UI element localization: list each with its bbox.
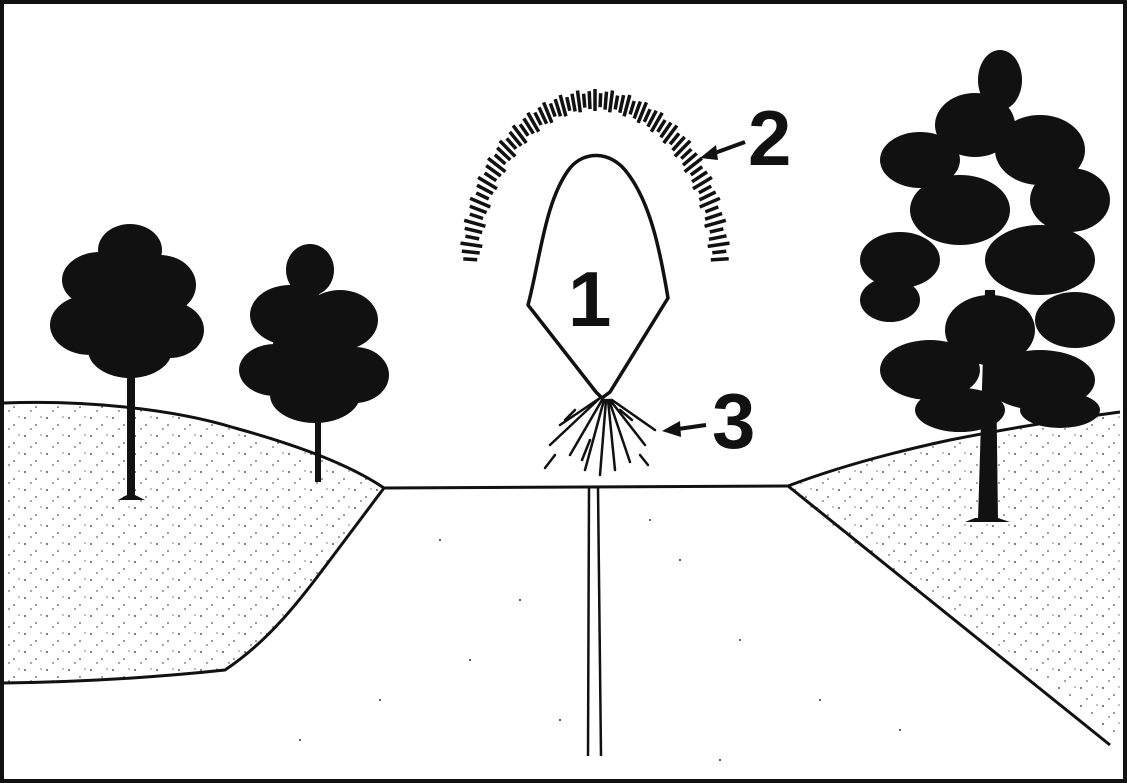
tree-middle-left <box>239 244 389 482</box>
shock-wave-hatch <box>485 164 502 178</box>
shock-wave-hatch <box>587 91 592 110</box>
shock-wave-hatch <box>505 137 518 150</box>
right-embankment <box>788 412 1120 740</box>
shock-wave-hatch <box>537 106 549 125</box>
shock-wave-hatch <box>691 170 709 184</box>
shock-wave-hatch <box>463 257 478 262</box>
shock-wave-hatch <box>613 95 620 110</box>
road-center-line-left <box>586 487 591 757</box>
shock-wave-hatch <box>699 196 721 209</box>
shock-wave-hatch <box>692 175 713 191</box>
road-center-line-right <box>596 487 603 757</box>
shock-wave-hatch <box>683 156 703 174</box>
shock-wave-hatch <box>632 100 642 120</box>
shock-wave-hatch <box>518 123 530 137</box>
shock-wave-hatch <box>460 241 483 249</box>
shock-wave-hatch <box>680 147 693 160</box>
shock-wave-hatch <box>565 96 572 112</box>
shock-wave-hatch <box>642 108 652 123</box>
shock-wave-arc <box>460 89 730 262</box>
shock-wave-hatch <box>581 93 587 108</box>
shock-wave-hatch <box>681 152 698 167</box>
shock-wave-hatch <box>668 132 681 146</box>
shock-wave-hatch <box>522 117 535 135</box>
shock-wave-hatch <box>662 124 679 145</box>
shock-wave-hatch <box>659 121 673 139</box>
shock-wave-hatch <box>511 124 528 145</box>
shock-wave-hatch <box>477 175 498 191</box>
shock-wave-hatch <box>465 234 480 241</box>
shock-wave-hatch <box>553 98 563 117</box>
shock-wave-hatch <box>464 226 483 235</box>
shock-wave-hatch <box>671 135 686 152</box>
left-slope-line <box>3 487 386 685</box>
shock-wave-hatch <box>646 109 658 128</box>
shock-wave-hatch <box>710 257 729 262</box>
shock-wave-hatch <box>598 93 603 108</box>
tree-right <box>860 50 1115 522</box>
shock-wave-hatch <box>533 111 543 126</box>
shock-wave-hatch <box>541 101 554 124</box>
left-embankment <box>4 402 384 683</box>
shock-wave-hatch <box>570 93 577 112</box>
shock-wave-hatch <box>575 90 583 113</box>
shock-wave-hatch <box>526 111 541 133</box>
shock-wave-hatch <box>707 241 730 249</box>
road-speckle <box>299 519 901 761</box>
shock-wave-hatch <box>708 234 727 242</box>
tree-left <box>50 224 204 500</box>
horizon-road-edge <box>383 484 789 490</box>
shock-wave-hatch <box>483 171 498 183</box>
label-1: 1 <box>568 255 611 343</box>
arrow-to-burst <box>662 421 707 437</box>
shock-wave-hatch <box>636 101 649 124</box>
shock-wave-hatch <box>558 94 568 117</box>
left-hill-line <box>3 400 385 490</box>
shock-wave-hatch <box>649 111 664 133</box>
shock-wave-hatch <box>475 191 490 201</box>
shock-wave-hatch <box>493 153 507 166</box>
label-3: 3 <box>712 377 755 465</box>
shock-wave-hatch <box>508 130 523 147</box>
shock-wave-hatch <box>698 190 717 202</box>
shock-wave-hatch <box>628 100 636 115</box>
shock-wave-hatch <box>463 218 486 228</box>
label-2: 2 <box>748 94 791 182</box>
shock-wave-hatch <box>704 218 727 228</box>
right-road-edge <box>787 484 1111 747</box>
shock-wave-hatch <box>603 91 609 110</box>
shock-wave-hatch <box>622 94 632 117</box>
shock-wave-hatch <box>689 165 704 177</box>
shock-wave-hatch <box>469 196 491 209</box>
shock-wave-hatch <box>673 139 692 158</box>
shock-wave-hatch <box>712 249 727 255</box>
shock-wave-hatch <box>709 227 724 234</box>
arrow-to-arc <box>700 140 746 160</box>
shock-wave-hatch <box>704 211 723 221</box>
shock-wave-hatch <box>548 102 557 118</box>
shock-wave-hatch <box>498 139 517 158</box>
shock-wave-hatch <box>496 146 512 162</box>
shock-wave-hatch <box>704 205 719 214</box>
shock-wave-hatch <box>618 94 626 114</box>
fireball-outline <box>526 153 670 400</box>
shock-wave-hatch <box>469 212 484 221</box>
shock-wave-hatch <box>656 119 667 133</box>
ground-burst <box>543 396 657 477</box>
shock-wave-hatch <box>487 156 507 174</box>
shock-wave-hatch <box>476 183 494 196</box>
shock-wave-hatch <box>698 184 713 195</box>
shock-wave-hatch <box>469 204 488 215</box>
shock-wave-hatch <box>461 249 480 255</box>
shock-wave-hatch <box>607 90 615 113</box>
